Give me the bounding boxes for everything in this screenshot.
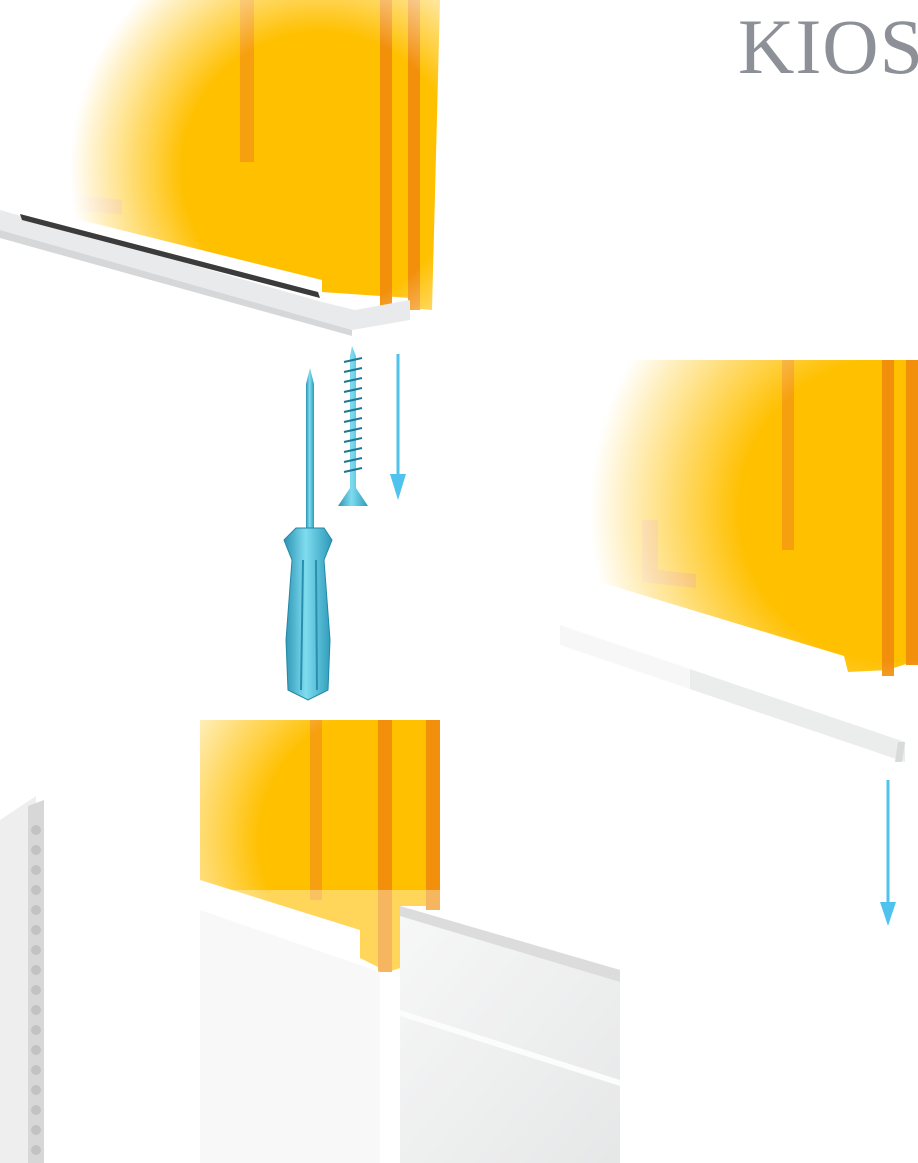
panel-edge-closeup xyxy=(0,796,44,1163)
step-1-illustration xyxy=(0,0,450,720)
wall-panel xyxy=(0,0,450,720)
base-rail xyxy=(180,890,620,1163)
step-3-illustration xyxy=(0,720,620,1163)
page-title: KIOS xyxy=(738,2,918,92)
